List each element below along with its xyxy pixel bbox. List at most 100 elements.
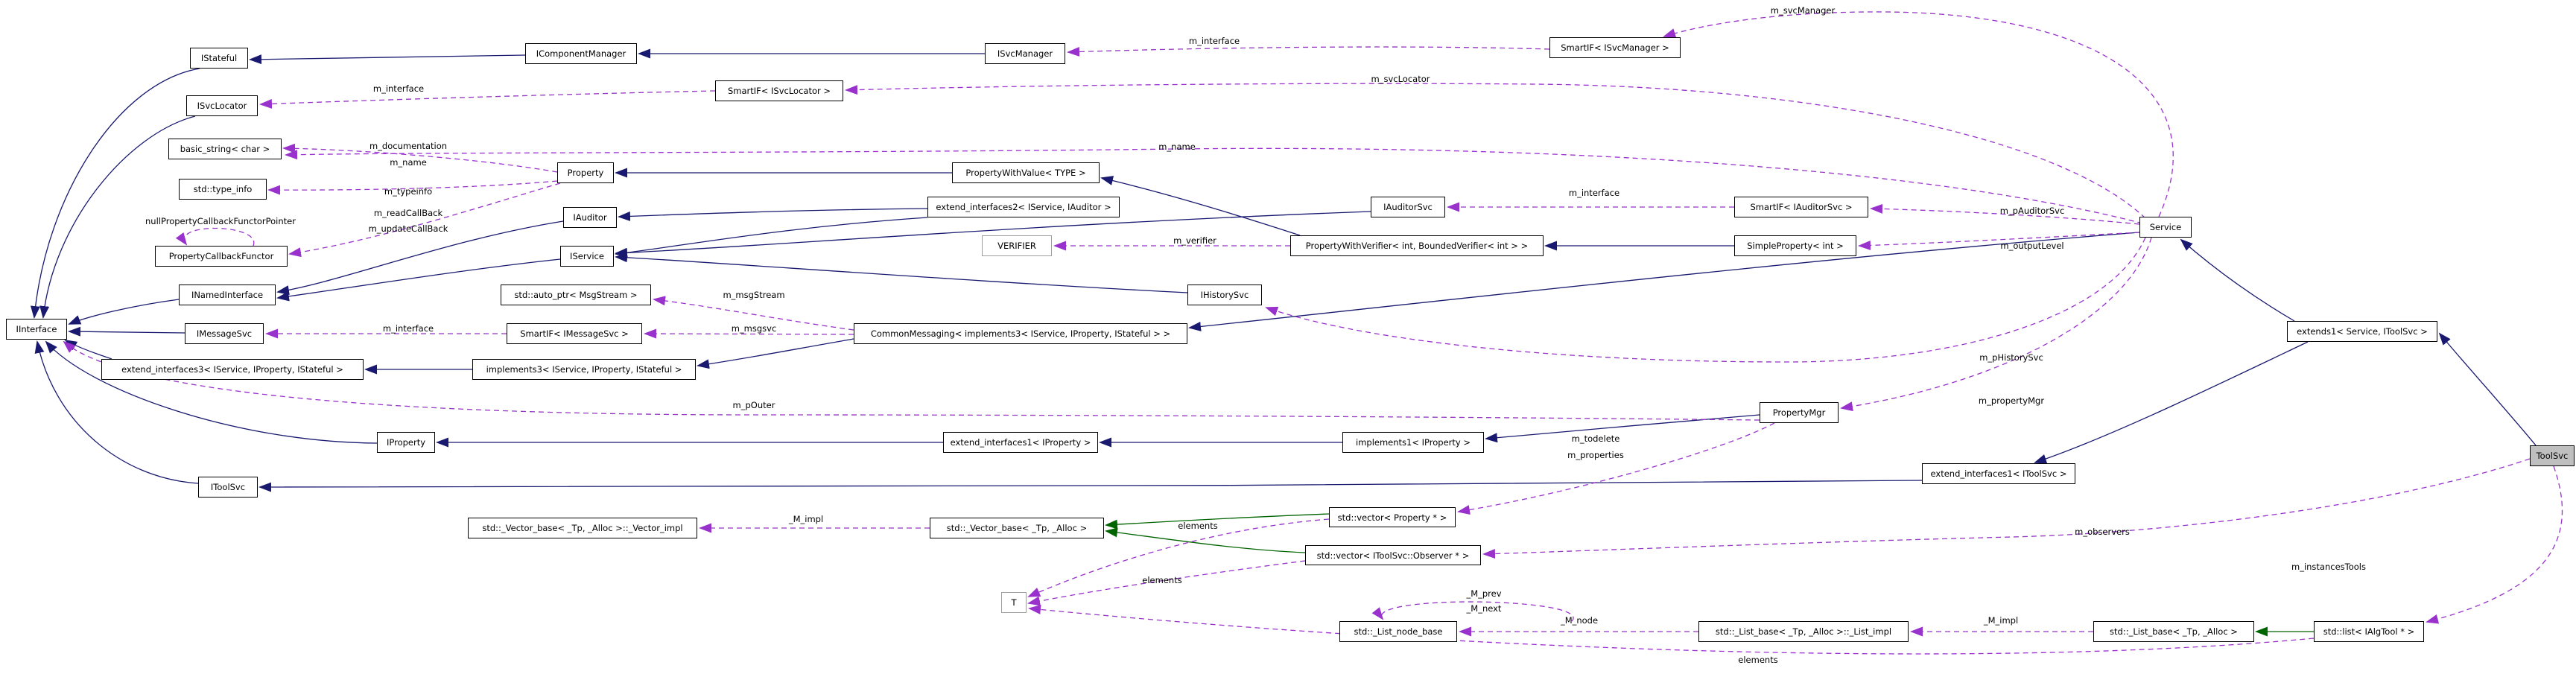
node-label: basic_string< char > [180, 144, 270, 154]
node-implements1-iproperty[interactable]: implements1< IProperty > [1342, 432, 1484, 453]
node-vector-base[interactable]: std::_Vector_base< _Tp, _Alloc > [930, 518, 1104, 538]
node-iservice[interactable]: IService [560, 246, 614, 267]
edge-propertywithverifier-propertywithvalue [1100, 176, 1301, 236]
node-iauditorsvc[interactable]: IAuditorSvc [1371, 197, 1445, 217]
edge-label-m-interface-svcmanager: m_interface [1188, 36, 1240, 46]
node-vector-impl[interactable]: std::_Vector_base< _Tp, _Alloc >::_Vecto… [468, 518, 697, 538]
edge-label-m-interface-msgsvc: m_interface [382, 323, 434, 334]
node-label: extends1< Service, IToolSvc > [2297, 326, 2428, 337]
node-label: Service [2149, 222, 2182, 232]
edge-vectorobserver-t [1027, 560, 1306, 606]
node-implements3[interactable]: implements3< IService, IProperty, IState… [472, 359, 696, 380]
node-propertymgr[interactable]: PropertyMgr [1760, 402, 1839, 423]
node-vector-property[interactable]: std::vector< Property * > [1329, 507, 1456, 527]
node-label: Property [567, 168, 604, 178]
edge-extendinterfaces2-iservice [615, 217, 928, 258]
edge-extends1-service [2180, 238, 2295, 322]
edge-property-typeinfo [267, 180, 558, 195]
edge-extendinterfaces3-iinterface [64, 339, 112, 360]
edge-label-m-msgstream: m_msgStream [723, 290, 785, 300]
edge-service-basicstring [285, 147, 2143, 224]
node-label: IService [570, 251, 604, 261]
node-iproperty[interactable]: IProperty [377, 432, 435, 453]
node-basic-string[interactable]: basic_string< char > [168, 139, 282, 159]
node-iinterface[interactable]: IInterface [6, 319, 67, 340]
edge-label-m-phistorysvc: m_pHistorySvc [1979, 352, 2043, 363]
node-isvclocator[interactable]: ISvcLocator [186, 95, 258, 116]
edge-iauditor-inamedinterface [276, 220, 564, 296]
node-isvcmanager[interactable]: ISvcManager [985, 43, 1065, 64]
node-list-impl[interactable]: std::_List_base< _Tp, _Alloc >::_List_im… [1698, 621, 1909, 642]
node-toolsvc-current: ToolSvc [2530, 445, 2575, 466]
edge-label-m-todelete: m_todelete [1571, 433, 1620, 444]
node-vector-observer[interactable]: std::vector< IToolSvc::Observer * > [1305, 545, 1481, 565]
node-label: PropertyWithValue< TYPE > [965, 168, 1086, 178]
node-ihistorysvc[interactable]: IHistorySvc [1187, 285, 1262, 305]
node-propertywithvalue[interactable]: PropertyWithValue< TYPE > [952, 162, 1100, 183]
node-smartif-iauditorsvc[interactable]: SmartIF< IAuditorSvc > [1734, 197, 1868, 217]
node-commonmessaging[interactable]: CommonMessaging< implements3< IService, … [854, 323, 1187, 344]
edge-label-m-interface-svclocator: m_interface [372, 83, 425, 94]
edge-itoolsvc-iinterface [34, 340, 199, 484]
edge-smartifisvclocator-isvclocator [259, 90, 716, 109]
node-label: IAuditor [573, 212, 607, 223]
edge-label-m-svcmanager: m_svcManager [1770, 5, 1836, 16]
node-propertywithverifier[interactable]: PropertyWithVerifier< int, BoundedVerifi… [1290, 235, 1544, 256]
edge-service-smartifisvcmanager [1663, 11, 2174, 217]
node-extend-interfaces3[interactable]: extend_interfaces3< IService, IProperty,… [101, 359, 364, 380]
node-label: std::_Vector_base< _Tp, _Alloc >::_Vecto… [482, 523, 683, 533]
node-smartif-isvclocator[interactable]: SmartIF< ISvcLocator > [715, 80, 843, 101]
edge-label-m-node: _M_node [1560, 615, 1599, 626]
edge-label-m-propertymgr: m_propertyMgr [1978, 395, 2045, 406]
edge-label-m-impl-vector: _M_impl [788, 514, 824, 524]
node-label: extend_interfaces1< IProperty > [950, 437, 1091, 448]
edge-extends1-extendinterfaces1itoolsvc [2034, 341, 2309, 464]
edge-vectorproperty-vectorbase [1105, 513, 1330, 530]
node-icomponentmanager[interactable]: IComponentManager [525, 43, 637, 64]
node-extends1-service-itoolsvc[interactable]: extends1< Service, IToolSvc > [2287, 321, 2437, 342]
node-label: std::_Vector_base< _Tp, _Alloc > [946, 523, 1088, 533]
edge-ihistorysvc-iservice [615, 252, 1188, 293]
node-label: PropertyCallbackFunctor [168, 251, 274, 261]
node-label: IStateful [200, 53, 238, 63]
edge-propertymgr-iinterface [63, 340, 1760, 421]
edge-label-m-verifier: m_verifier [1173, 235, 1216, 246]
node-label: SmartIF< ISvcLocator > [727, 86, 831, 96]
node-label: std::vector< Property * > [1337, 512, 1447, 523]
node-simpleproperty[interactable]: SimpleProperty< int > [1734, 235, 1856, 256]
node-label: std::list< IAlgTool * > [2323, 626, 2415, 637]
node-label: extend_interfaces3< IService, IProperty,… [121, 364, 343, 375]
node-extend-interfaces2[interactable]: extend_interfaces2< IService, IAuditor > [927, 197, 1120, 217]
node-verifier: VERIFIER [982, 235, 1052, 256]
edge-toolsvc-listalgtool [2426, 465, 2563, 624]
edge-propertymgr-implements1 [1485, 414, 1760, 443]
node-service[interactable]: Service [2139, 217, 2192, 238]
node-list-base[interactable]: std::_List_base< _Tp, _Alloc > [2093, 621, 2254, 642]
node-property[interactable]: Property [557, 162, 614, 183]
edge-extendinterfaces2-iauditor [618, 208, 928, 221]
edge-label-m-interface-auditorsvc: m_interface [1568, 188, 1620, 198]
node-extend-interfaces1-itoolsvc[interactable]: extend_interfaces1< IToolSvc > [1922, 463, 2075, 484]
node-iauditor[interactable]: IAuditor [563, 207, 617, 228]
edge-service-propertymgr [1840, 237, 2152, 412]
edge-vectorobserver-vectorbase [1105, 527, 1306, 553]
node-label: IToolSvc [210, 482, 246, 492]
node-extend-interfaces1-iproperty[interactable]: extend_interfaces1< IProperty > [943, 432, 1098, 453]
node-label: SmartIF< ISvcManager > [1561, 42, 1669, 53]
node-std-auto-ptr-msgstream[interactable]: std::auto_ptr< MsgStream > [501, 285, 651, 305]
node-label: PropertyMgr [1772, 407, 1826, 418]
node-imessagesvc[interactable]: IMessageSvc [185, 323, 264, 344]
node-inamedinterface[interactable]: INamedInterface [179, 285, 276, 305]
node-smartif-isvcmanager[interactable]: SmartIF< ISvcManager > [1549, 37, 1681, 58]
node-list-node-base[interactable]: std::_List_node_base [1339, 621, 1457, 642]
edge-iservice-inamedinterface [276, 258, 561, 302]
edge-label-m-properties: m_properties [1567, 450, 1624, 460]
node-smartif-imessagesvc[interactable]: SmartIF< IMessageSvc > [507, 323, 642, 344]
node-istateful[interactable]: IStateful [190, 48, 248, 69]
node-list-algtool[interactable]: std::list< IAlgTool * > [2314, 621, 2424, 642]
node-propertycallbackfunctor[interactable]: PropertyCallbackFunctor [155, 246, 288, 267]
node-std-type-info[interactable]: std::type_info [179, 179, 267, 200]
node-itoolsvc[interactable]: IToolSvc [198, 477, 258, 498]
node-label: VERIFIER [997, 241, 1036, 251]
